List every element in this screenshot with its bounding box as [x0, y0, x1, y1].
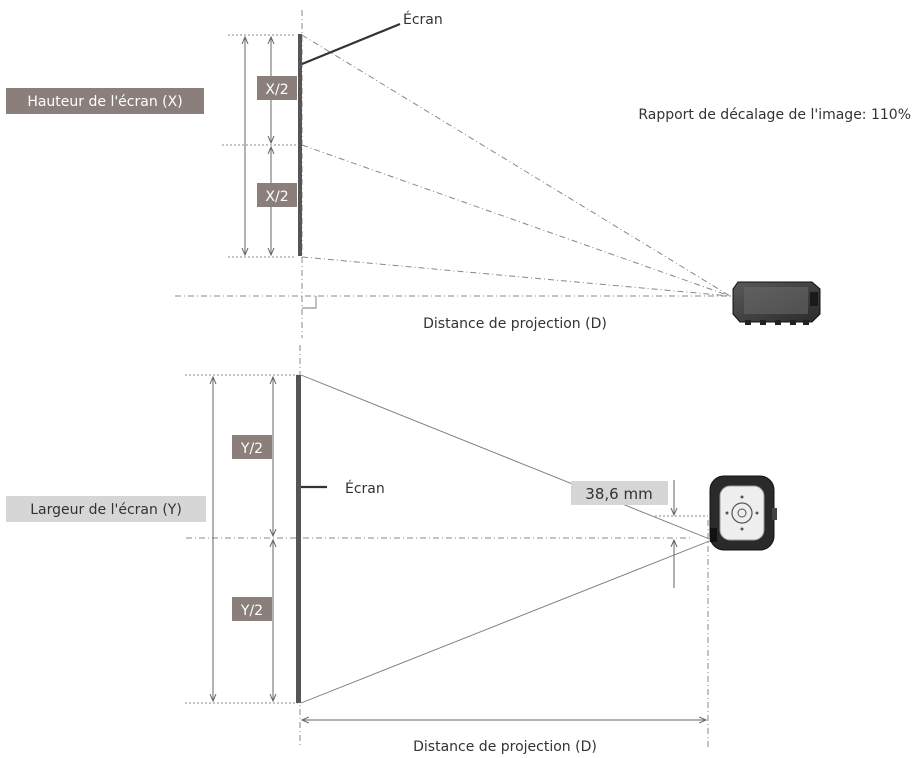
bottom-screen: [296, 375, 301, 703]
bottom-screen-label: Écran: [345, 480, 385, 497]
width-label: Largeur de l'écran (Y): [30, 502, 182, 518]
x-half-top-label: X/2: [265, 82, 288, 98]
ray-mid: [301, 144, 731, 297]
y-half-bottom-bg: [232, 597, 272, 621]
x-half-bottom-label: X/2: [265, 189, 288, 205]
width-label-bg: [6, 496, 206, 522]
top-view: X/2 X/2 Hauteur de l'écran (X) Écran Rap…: [6, 10, 911, 338]
top-screen: [298, 34, 302, 256]
y-half-top-bg: [232, 435, 272, 459]
offset-value-bg: [571, 481, 668, 505]
height-label: Hauteur de l'écran (X): [27, 94, 182, 110]
screen-callout-line: [301, 22, 401, 66]
projector-side-icon: [732, 281, 821, 325]
x-half-bottom-bg: [257, 183, 297, 207]
projector-top-icon: [709, 475, 777, 551]
ray-to-top: [300, 374, 713, 541]
offset-ratio-text: Rapport de décalage de l'image: 110%: [638, 107, 911, 123]
offset-value: 38,6 mm: [585, 485, 652, 503]
y-half-bottom-label: Y/2: [240, 603, 263, 619]
top-screen-label: Écran: [403, 11, 443, 28]
ray-bottom: [301, 256, 731, 297]
y-half-top-label: Y/2: [240, 441, 263, 457]
top-distance-label: Distance de projection (D): [423, 316, 607, 332]
ray-to-bottom: [300, 539, 713, 704]
ray-top: [301, 34, 731, 297]
right-angle-mark: [302, 296, 317, 309]
bottom-distance-label: Distance de projection (D): [413, 739, 597, 755]
x-half-top-bg: [257, 76, 297, 100]
height-label-bg: [6, 88, 204, 114]
bottom-view: Écran Y/2 Y/2 Largeur de l'écran (Y) 38,…: [6, 345, 777, 755]
